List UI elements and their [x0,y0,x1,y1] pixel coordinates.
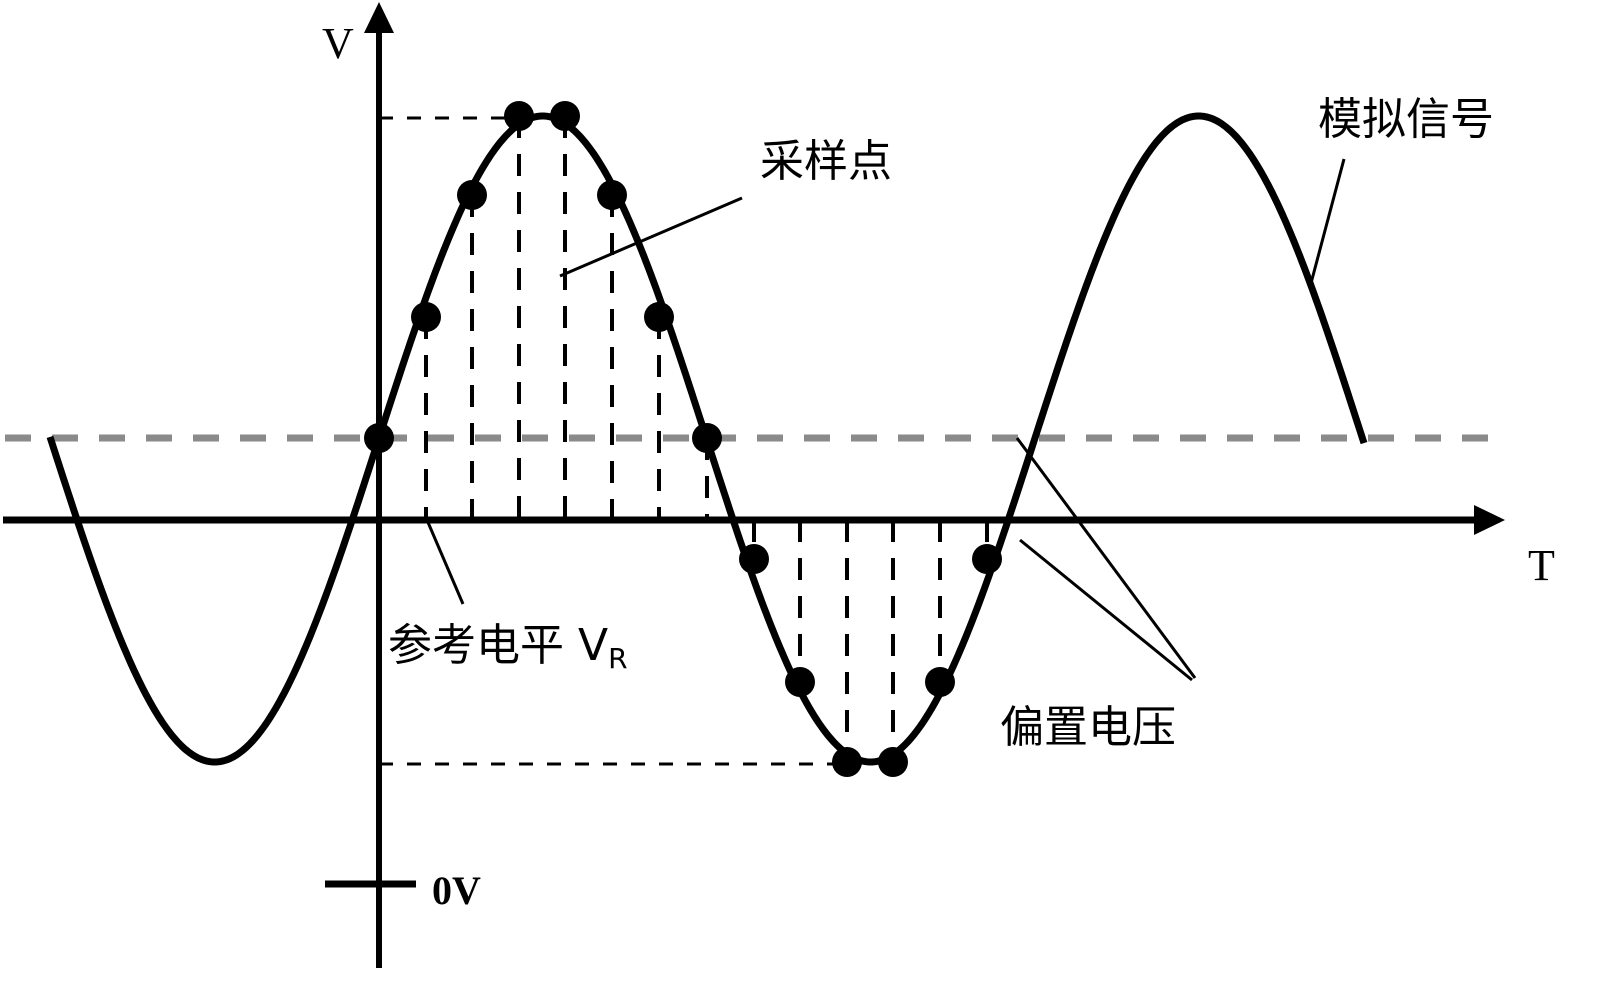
y-axis [364,2,394,968]
sampling-point [739,544,769,574]
analog-signal-label: 模拟信号 [1318,94,1494,145]
sampling-points [364,101,1002,777]
sampling-point [411,302,441,332]
sampling-point [457,180,487,210]
sampling-points-label: 采样点 [760,136,892,187]
sampling-point [832,747,862,777]
sampling-point [364,423,394,453]
zero-volt-label: 0V [432,868,481,913]
sampling-point [597,180,627,210]
reference-level-leader [425,519,465,605]
sampling-point [878,747,908,777]
bias-voltage-leader-2 [1019,538,1193,682]
x-axis [3,505,1505,535]
bias-voltage-label: 偏置电压 [1000,702,1176,753]
sampling-point [692,423,722,453]
reference-level-label: 参考电平 VR [388,620,628,675]
sampling-point [972,544,1002,574]
x-axis-label: T [1528,541,1555,590]
sampling-point [550,101,580,131]
analog-signal-leader [1308,158,1346,288]
y-axis-label: V [322,19,354,68]
reference-level-subscript: R [608,642,627,675]
y-axis-arrow-icon [364,2,394,33]
x-axis-arrow-icon [1474,505,1505,535]
sampling-point [504,101,534,131]
bias-voltage-leader-1 [1015,437,1197,679]
sampling-points-leader [559,196,743,278]
sampling-point [785,667,815,697]
sampling-point [925,667,955,697]
sampling-point [644,302,674,332]
